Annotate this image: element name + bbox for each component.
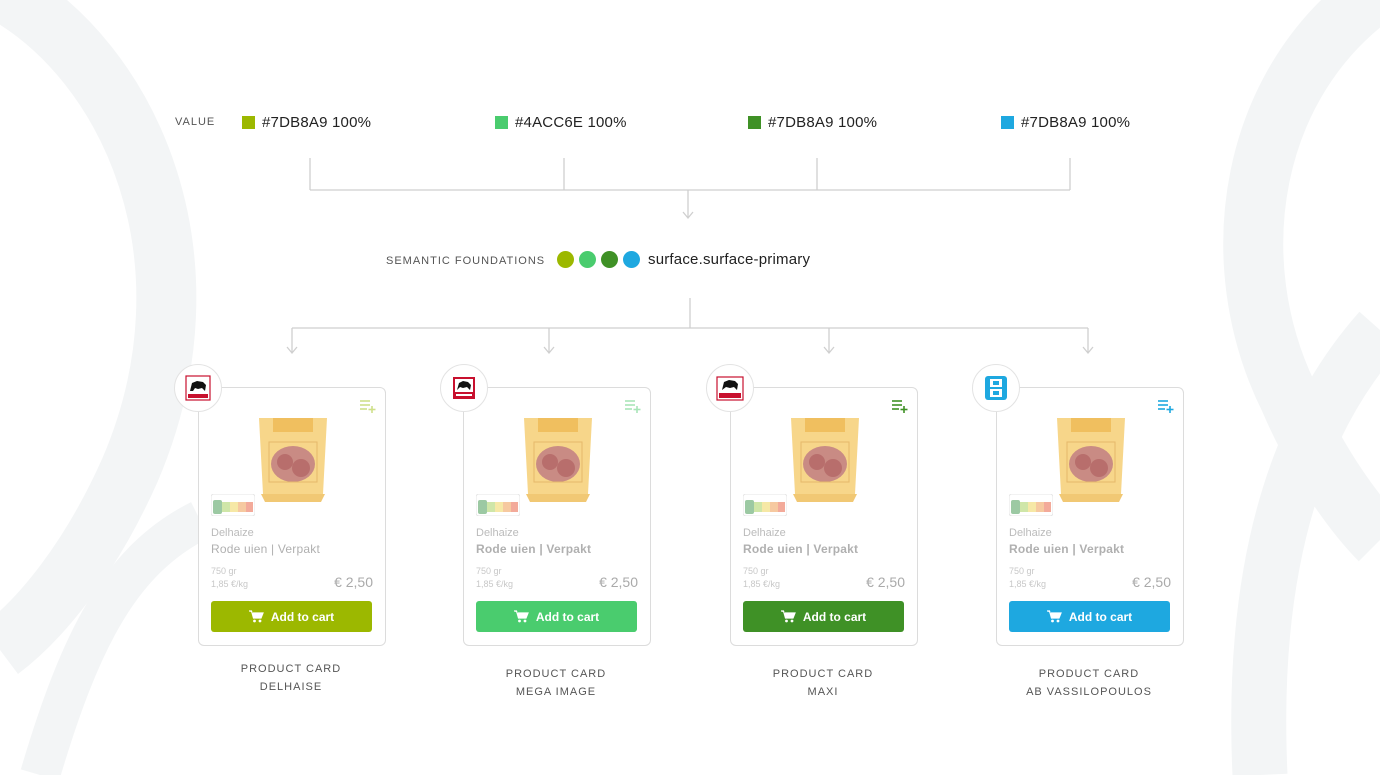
- token-name: surface.surface-primary: [648, 251, 811, 268]
- product-name[interactable]: Rode uien | Verpakt: [1009, 542, 1125, 556]
- ab-vassilopoulos-logo: [972, 364, 1020, 412]
- add-to-cart-label: Add to cart: [535, 609, 600, 624]
- value-label: VALUE: [175, 116, 216, 128]
- cart-icon: [513, 610, 529, 623]
- add-to-list-icon[interactable]: [1157, 398, 1175, 414]
- value-token-3: #7DB8A9 100%: [748, 113, 877, 131]
- nutri-score-badge: [743, 494, 787, 516]
- color-dot: [557, 251, 574, 268]
- product-card[interactable]: Delhaize Rode uien | Verpakt 750 gr 1,85…: [730, 387, 918, 646]
- product-image: [1057, 418, 1125, 502]
- product-price: € 2,50: [866, 574, 905, 590]
- mega-image-logo: [440, 364, 488, 412]
- add-to-list-icon[interactable]: [624, 398, 642, 414]
- caption-type: PRODUCT CARD: [505, 668, 607, 680]
- product-brand: Delhaize: [743, 527, 786, 539]
- product-image: [259, 418, 327, 502]
- color-swatch: [1001, 115, 1014, 129]
- cart-icon: [248, 610, 264, 623]
- value-text: #7DB8A9 100%: [768, 113, 878, 131]
- nutri-score-badge: [1009, 494, 1053, 516]
- semantic-foundations-label: SEMANTIC FOUNDATIONS: [386, 255, 546, 267]
- add-to-cart-button[interactable]: Add to cart: [1009, 601, 1170, 632]
- add-to-list-icon[interactable]: [359, 398, 377, 414]
- product-price: € 2,50: [599, 574, 638, 590]
- product-price: € 2,50: [1132, 574, 1171, 590]
- color-dot: [579, 251, 596, 268]
- product-card[interactable]: Delhaize Rode uien | Verpakt 750 gr 1,85…: [996, 387, 1184, 646]
- product-image: [524, 418, 592, 502]
- value-text: #7DB8A9 100%: [1021, 113, 1131, 131]
- product-name[interactable]: Rode uien | Verpakt: [743, 542, 859, 556]
- color-swatch: [495, 115, 508, 129]
- price-per-kg: 1,85 €/kg: [743, 579, 781, 589]
- add-to-cart-label: Add to cart: [270, 609, 335, 624]
- product-brand: Delhaize: [211, 527, 254, 539]
- caption-type: PRODUCT CARD: [772, 668, 874, 680]
- nutri-score-badge: [476, 494, 520, 516]
- product-image: [791, 418, 859, 502]
- add-to-cart-button[interactable]: Add to cart: [476, 601, 637, 632]
- card-caption: PRODUCT CARD MEGA IMAGE: [456, 665, 656, 701]
- cart-icon: [780, 610, 796, 623]
- color-swatch: [748, 115, 761, 129]
- caption-type: PRODUCT CARD: [1038, 668, 1140, 680]
- value-text: #4ACC6E 100%: [515, 113, 627, 131]
- nutri-score-badge: [211, 494, 255, 516]
- product-brand: Delhaize: [1009, 527, 1052, 539]
- add-to-cart-button[interactable]: Add to cart: [211, 601, 372, 632]
- card-caption: PRODUCT CARD DELHAISE: [191, 660, 391, 696]
- caption-brand: DELHAISE: [259, 681, 323, 693]
- color-dot: [601, 251, 618, 268]
- add-to-cart-label: Add to cart: [802, 609, 867, 624]
- caption-brand: MAXI: [807, 686, 839, 698]
- value-token-1: #7DB8A9 100%: [242, 113, 371, 131]
- price-per-kg: 1,85 €/kg: [476, 579, 514, 589]
- product-weight: 750 gr: [743, 566, 769, 576]
- maxi-logo: [706, 364, 754, 412]
- price-per-kg: 1,85 €/kg: [1009, 579, 1047, 589]
- price-per-kg: 1,85 €/kg: [211, 579, 249, 589]
- product-name[interactable]: Rode uien | Verpakt: [476, 542, 592, 556]
- caption-brand: AB VASSILOPOULOS: [1026, 686, 1152, 698]
- card-caption: PRODUCT CARD AB VASSILOPOULOS: [989, 665, 1189, 701]
- product-weight: 750 gr: [1009, 566, 1035, 576]
- add-to-cart-label: Add to cart: [1068, 609, 1133, 624]
- product-price: € 2,50: [334, 574, 373, 590]
- value-token-4: #7DB8A9 100%: [1001, 113, 1130, 131]
- color-dot: [623, 251, 640, 268]
- value-text: #7DB8A9 100%: [262, 113, 372, 131]
- caption-type: PRODUCT CARD: [240, 663, 342, 675]
- product-card[interactable]: Delhaize Rode uien | Verpakt 750 gr 1,85…: [198, 387, 386, 646]
- semantic-token: surface.surface-primary: [557, 251, 810, 268]
- delhaize-logo: [174, 364, 222, 412]
- color-swatch: [242, 115, 255, 129]
- value-token-2: #4ACC6E 100%: [495, 113, 627, 131]
- caption-brand: MEGA IMAGE: [515, 686, 597, 698]
- product-weight: 750 gr: [476, 566, 502, 576]
- product-weight: 750 gr: [211, 566, 237, 576]
- product-card[interactable]: Delhaize Rode uien | Verpakt 750 gr 1,85…: [463, 387, 651, 646]
- card-caption: PRODUCT CARD MAXI: [723, 665, 923, 701]
- add-to-cart-button[interactable]: Add to cart: [743, 601, 904, 632]
- product-name[interactable]: Rode uien | Verpakt: [211, 542, 320, 556]
- product-brand: Delhaize: [476, 527, 519, 539]
- cart-icon: [1046, 610, 1062, 623]
- add-to-list-icon[interactable]: [891, 398, 909, 414]
